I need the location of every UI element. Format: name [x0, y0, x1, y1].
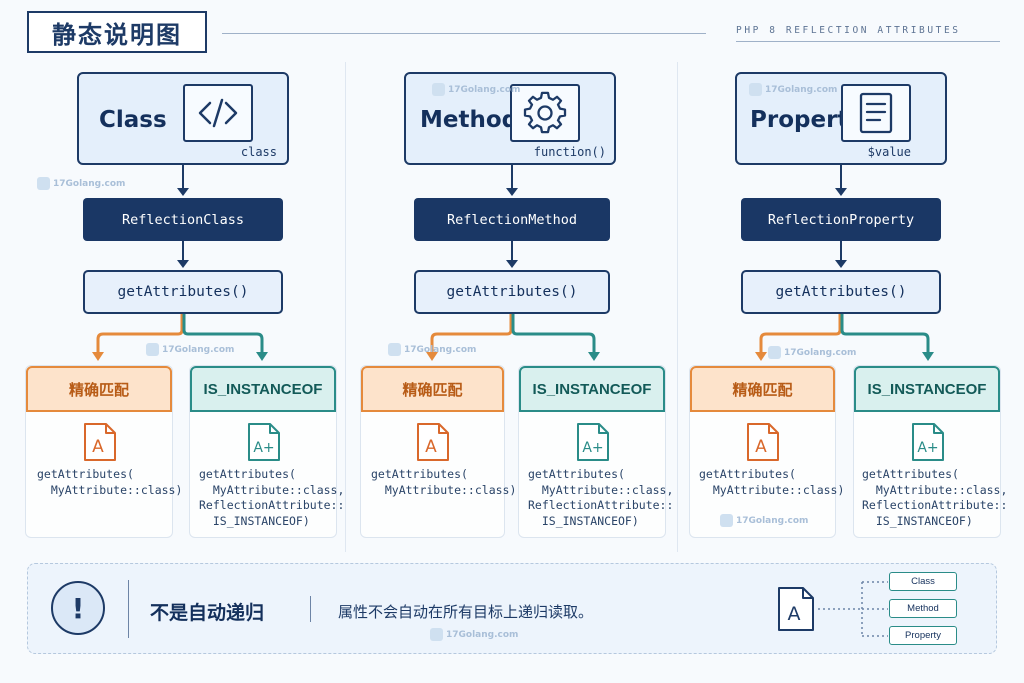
arrow-head [506, 188, 518, 196]
page-subtitle: PHP 8 REFLECTION ATTRIBUTES [736, 25, 961, 36]
svg-text:A: A [755, 437, 767, 457]
tag-class: Class [889, 572, 957, 591]
arrow-head [835, 188, 847, 196]
flow-arrow [182, 241, 184, 261]
arrow-head [506, 260, 518, 268]
instanceof-card: IS_INSTANCEOF A+ getAttributes( MyAttrib… [518, 365, 673, 538]
branch-arrows [92, 314, 268, 361]
column-divider [345, 62, 346, 552]
tag-method: Method [889, 599, 957, 618]
watermark: 17Golang.com [432, 83, 520, 96]
watermark-logo [768, 346, 781, 359]
source-box-class: Class class [77, 72, 289, 165]
reflection-property-box: ReflectionProperty [741, 198, 941, 241]
svg-text:A: A [92, 437, 104, 457]
svg-text:A: A [788, 603, 801, 625]
watermark: 17Golang.com [388, 343, 476, 356]
source-title: Class [99, 107, 167, 133]
svg-text:A+: A+ [582, 440, 603, 456]
title-rule [222, 33, 706, 34]
get-attributes-box: getAttributes() [741, 270, 941, 314]
tag-property: Property [889, 626, 957, 645]
instanceof-card: IS_INSTANCEOF A+ getAttributes( MyAttrib… [189, 365, 344, 538]
watermark-logo [749, 83, 762, 96]
watermark: 17Golang.com [749, 83, 837, 96]
note-divider [128, 580, 129, 638]
reflection-class-box: ReflectionClass [83, 198, 283, 241]
note-divider [310, 596, 311, 622]
column-divider [677, 62, 678, 552]
watermark: 17Golang.com [37, 177, 125, 190]
watermark-logo [388, 343, 401, 356]
instanceof-label: IS_INSTANCEOF [854, 366, 1000, 412]
instanceof-label: IS_INSTANCEOF [190, 366, 336, 412]
arrow-head [835, 260, 847, 268]
attribute-file-icon: A [84, 423, 116, 461]
exact-code: getAttributes( MyAttribute::class) [371, 467, 517, 497]
exact-match-label: 精确匹配 [690, 366, 835, 412]
arrow-head [177, 260, 189, 268]
svg-text:A+: A+ [253, 440, 274, 456]
instanceof-label: IS_INSTANCEOF [519, 366, 665, 412]
watermark-logo [720, 514, 733, 527]
attribute-plus-file-icon: A+ [248, 423, 280, 461]
exact-code: getAttributes( MyAttribute::class) [37, 467, 183, 497]
watermark-logo [146, 343, 159, 356]
attribute-plus-file-icon: A+ [912, 423, 944, 461]
exact-match-card: 精确匹配 A getAttributes( MyAttribute::class… [25, 365, 182, 538]
exclamation-icon: ! [51, 581, 105, 635]
exact-code: getAttributes( MyAttribute::class) [699, 467, 845, 497]
watermark: 17Golang.com [768, 346, 856, 359]
flow-arrow [840, 241, 842, 261]
non-recursive-note: ! 不是自动递归 属性不会自动在所有目标上递归读取。 17Golang.com … [27, 563, 997, 654]
note-title: 不是自动递归 [150, 602, 265, 624]
note-text: 属性不会自动在所有目标上递归读取。 [338, 603, 594, 621]
subtitle-rule [736, 41, 1000, 42]
watermark-logo [432, 83, 445, 96]
instanceof-code: getAttributes( MyAttribute::class, Refle… [199, 467, 345, 528]
attribute-file-icon: A [417, 423, 449, 461]
svg-text:A: A [425, 437, 437, 457]
tag-connectors [818, 581, 888, 637]
get-attributes-box: getAttributes() [83, 270, 283, 314]
instanceof-card: IS_INSTANCEOF A+ getAttributes( MyAttrib… [853, 365, 1007, 538]
source-title: Method [420, 107, 519, 133]
exact-match-card: 精确匹配 A getAttributes( MyAttribute::class… [360, 365, 516, 538]
gear-icon [510, 84, 580, 142]
instanceof-code: getAttributes( MyAttribute::class, Refle… [528, 467, 674, 528]
get-attributes-box: getAttributes() [414, 270, 610, 314]
flow-arrow [511, 165, 513, 189]
source-caption: function() [533, 145, 606, 159]
watermark: 17Golang.com [720, 514, 808, 527]
document-lines-icon [841, 84, 911, 142]
page-title: 静态说明图 [27, 11, 207, 53]
source-box-property: Property $value [735, 72, 947, 165]
source-caption: class [240, 145, 277, 159]
flow-arrow [511, 241, 513, 261]
column-class: Class class ReflectionClass getAttribute… [25, 0, 355, 683]
watermark-logo [37, 177, 50, 190]
exact-match-card: 精确匹配 A getAttributes( MyAttribute::class… [689, 365, 844, 538]
column-property: Property $value 17Golang.com ReflectionP… [683, 0, 1013, 683]
watermark-logo [430, 628, 443, 641]
code-icon [183, 84, 253, 142]
svg-text:A+: A+ [917, 440, 938, 456]
attribute-file-icon: A [747, 423, 779, 461]
watermark: 17Golang.com [146, 343, 234, 356]
branch-arrows [755, 314, 934, 361]
attribute-plus-file-icon: A+ [577, 423, 609, 461]
source-caption: $value [867, 145, 911, 159]
column-method: Method function() 17Golang.com Reflectio… [352, 0, 682, 683]
flow-arrow [182, 165, 184, 189]
arrow-head [177, 188, 189, 196]
flow-arrow [840, 165, 842, 189]
exact-match-label: 精确匹配 [361, 366, 504, 412]
reflection-method-box: ReflectionMethod [414, 198, 610, 241]
branch-arrows [426, 314, 600, 361]
instanceof-code: getAttributes( MyAttribute::class, Refle… [862, 467, 1008, 528]
attribute-file-icon: A [778, 587, 814, 631]
watermark: 17Golang.com [430, 628, 518, 641]
exact-match-label: 精确匹配 [26, 366, 172, 412]
